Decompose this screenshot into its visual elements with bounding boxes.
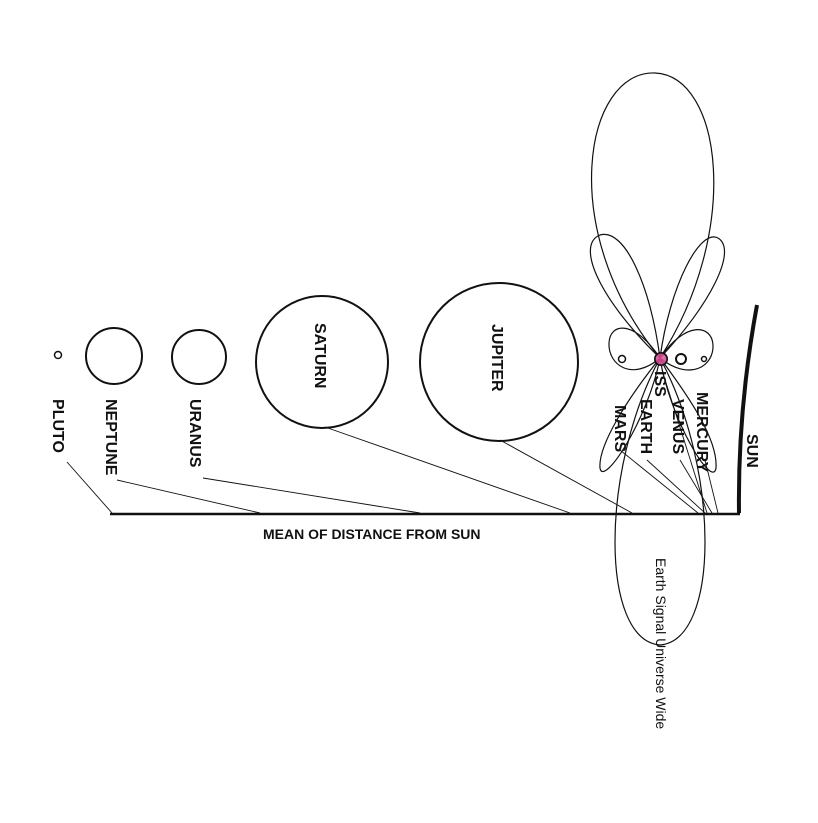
- signal-lobe-lower-left: [599, 357, 661, 472]
- neptune-body: [85, 327, 143, 385]
- leader-lines: [66, 369, 719, 514]
- signal-lobe-bottom: [614, 356, 706, 646]
- venus-body: [675, 353, 687, 365]
- sun-limb: [736, 304, 759, 514]
- saturn-body: [255, 295, 389, 429]
- pluto-body: [53, 350, 63, 360]
- jupiter-label: JUPITER: [488, 324, 505, 392]
- iss-label: ISS: [651, 371, 668, 397]
- earth-label: EARTH: [637, 399, 654, 454]
- mercury-label: MERCURY: [693, 392, 710, 473]
- mercury-body: [700, 355, 708, 363]
- signal-lobe-top: [591, 72, 715, 360]
- planet-bodies: [53, 282, 708, 442]
- earth-highlight: [654, 352, 668, 366]
- axis-label: MEAN OF DISTANCE FROM SUN: [263, 526, 481, 542]
- neptune-label: NEPTUNE: [102, 399, 119, 476]
- jupiter-body: [419, 282, 579, 442]
- uranus-label: URANUS: [186, 399, 203, 468]
- saturn-label: SATURN: [311, 323, 328, 388]
- uranus-body: [171, 329, 227, 385]
- signal-lobe-upper-left: [589, 233, 661, 360]
- signal-lobe-upper-right: [659, 236, 726, 360]
- signal-lobe-left: [608, 327, 661, 371]
- pluto-label: PLUTO: [49, 399, 66, 453]
- venus-label: VENUS: [669, 399, 686, 454]
- mars-label: MARS: [611, 405, 628, 452]
- signal-lobe-right: [659, 329, 714, 371]
- mars-body: [617, 354, 627, 364]
- earth-signal-lobes: [589, 72, 726, 646]
- signal-caption: Earth Signal Universe Wide: [653, 558, 669, 729]
- sun-label: SUN: [743, 434, 760, 468]
